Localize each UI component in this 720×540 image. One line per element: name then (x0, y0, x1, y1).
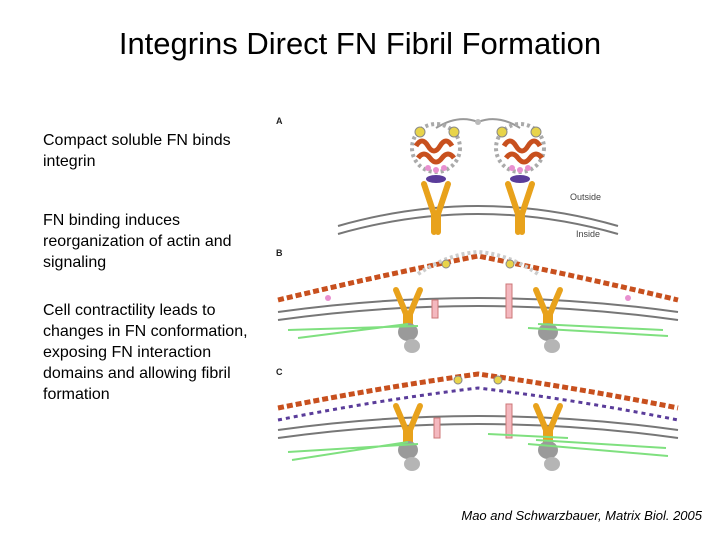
fn-disulfide-node (475, 119, 481, 125)
fn-interaction-domains (277, 386, 679, 422)
signaling-complex (538, 323, 558, 341)
panel-c (277, 371, 679, 471)
membrane-outer-line (277, 415, 679, 431)
extended-fn-chain (277, 371, 679, 411)
integrin-left (393, 403, 423, 451)
fn-node (493, 375, 503, 385)
integrin-right (533, 287, 563, 335)
signaling-complex (544, 339, 560, 353)
integrin-left (393, 287, 423, 335)
panel-label-a: A (276, 116, 283, 126)
fn-node (441, 259, 451, 269)
membrane-inner-line (337, 213, 619, 235)
fn-node (505, 259, 515, 269)
inside-label: Inside (576, 229, 600, 239)
step-text-fibril-formation: Cell contractility leads to changes in F… (43, 302, 248, 403)
membrane-outer-line (337, 205, 619, 227)
signaling-complex (404, 457, 420, 471)
pink-bar (431, 299, 439, 319)
panel-label-b: B (276, 248, 283, 258)
slide-title: Integrins Direct FN Fibril Formation (118, 26, 602, 61)
pink-bar (505, 283, 513, 319)
extended-fn-chain (277, 253, 679, 303)
panel-b (277, 249, 679, 353)
step-text-actin-reorganization: FN binding induces reorganization of act… (43, 212, 232, 271)
panel-a: Outside Inside (337, 118, 619, 239)
membrane-inner-line (277, 423, 679, 439)
fn-fibril-diagram: A B C Outside Inside (268, 104, 688, 482)
integrin-right (505, 181, 535, 235)
compact-fn-right (494, 122, 546, 183)
integrin-right (533, 403, 563, 451)
integrin-left (421, 181, 451, 235)
membrane-outer-line (277, 297, 679, 313)
signaling-complex (538, 441, 558, 459)
fn-link-chain (416, 249, 540, 276)
fn-node (625, 295, 631, 301)
citation: Mao and Schwarzbauer, Matrix Biol. 2005 (461, 508, 702, 523)
compact-fn-left (410, 122, 462, 183)
signaling-complex (544, 457, 560, 471)
signaling-complex (404, 339, 420, 353)
outside-label: Outside (570, 192, 601, 202)
step-text-compact-fn: Compact soluble FN binds integrin (43, 132, 231, 170)
panel-label-c: C (276, 367, 283, 377)
membrane-inner-line (277, 305, 679, 321)
actin-filaments (287, 323, 669, 339)
pink-bar (433, 417, 441, 439)
pink-bar (505, 403, 513, 439)
actin-filaments (287, 433, 669, 461)
signaling-complex (398, 323, 418, 341)
fn-node (453, 375, 463, 385)
fn-node (325, 295, 331, 301)
